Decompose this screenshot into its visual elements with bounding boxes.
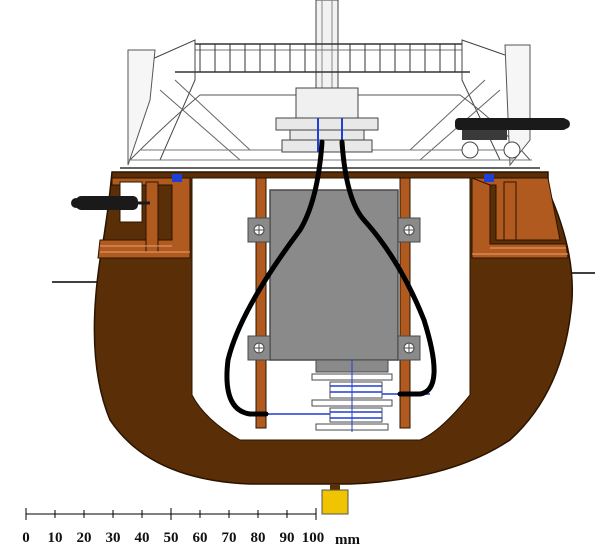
scale-tick-label: 20	[77, 530, 92, 546]
bolt-plate-icon	[397, 335, 421, 361]
scale-tick-label: 70	[222, 530, 237, 546]
engine-block	[269, 189, 399, 361]
cannon-icon	[455, 118, 570, 140]
cable-right	[339, 139, 437, 397]
scale-bar: 0 10 20 30 40 50 60 70 80 90 100 mm	[22, 508, 360, 548]
scale-unit-label: mm	[335, 532, 360, 548]
keel-weight	[321, 489, 349, 515]
scale-tick-label: 90	[280, 530, 295, 546]
deck-fitting-right	[484, 174, 494, 182]
railing-icon	[175, 43, 470, 73]
bolt-plate-icon	[247, 217, 271, 243]
timber-post-right	[399, 177, 411, 429]
scale-tick-label: 30	[106, 530, 121, 546]
scale-tick-label: 40	[135, 530, 150, 546]
deck-fitting-left	[172, 174, 182, 182]
gun-port-right	[471, 177, 569, 259]
scale-tick-label: 0	[22, 530, 30, 546]
cable-left	[224, 139, 325, 417]
bolt-plate-icon	[397, 217, 421, 243]
timber-post-left	[255, 177, 267, 429]
scale-tick-label: 100	[302, 530, 325, 546]
shaft-assembly	[266, 359, 430, 432]
superstructure	[120, 0, 540, 169]
scale-tick-label: 60	[193, 530, 208, 546]
bolt-plate-icon	[247, 335, 271, 361]
scale-tick-label: 10	[48, 530, 63, 546]
scale-tick-label: 50	[164, 530, 179, 546]
keel-stem	[330, 484, 340, 490]
scale-tick-label: 80	[251, 530, 266, 546]
cannon-icon	[71, 196, 150, 210]
